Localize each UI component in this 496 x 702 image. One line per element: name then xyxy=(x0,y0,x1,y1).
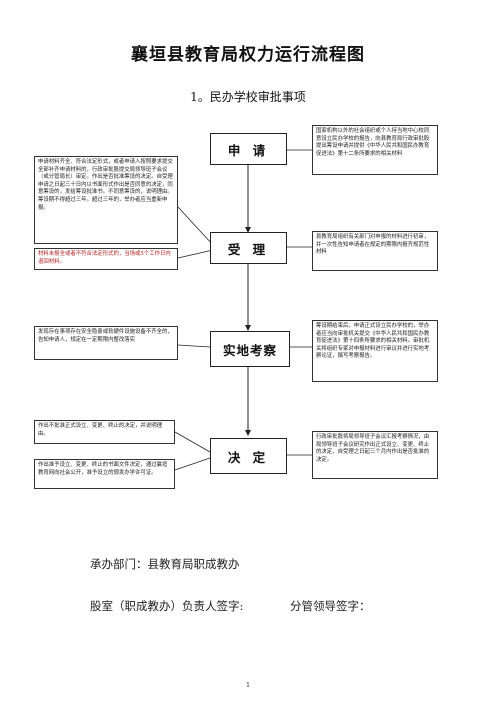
stage-decide: 决 定 xyxy=(210,438,287,474)
leader-signature: 分管领导签字： xyxy=(290,599,371,613)
section-head-signature: 股室（职成教办）负责人签字: xyxy=(90,599,244,613)
stage-accept: 受 理 xyxy=(210,232,287,264)
note-site-inspection: 筹设期结束后，申请正式设立民办学校的，举办者应当向审批机关提交《中华人民共和国民… xyxy=(312,320,438,382)
page-number: 1 xyxy=(246,682,250,689)
page-subtitle: 1。民办学校审批事项 xyxy=(190,90,306,104)
stage-apply: 申 请 xyxy=(210,133,287,165)
note-final-decision: 行政审批股将局领导班子会议汇报考察情况，由局领导班子会议研究作出正式设立、变更、… xyxy=(312,431,438,479)
note-rejection-decision: 作出不批准正式设立、变更、终止的决定，并说明理由。 xyxy=(34,420,175,444)
note-approval-decision: 作出准予设立、变更、终止的书面文件决定，通过襄垣教育网向社会公开，准予设立的颁发… xyxy=(34,459,175,489)
note-apply-materials: 国家机构以外的社会组织或个人持当地中心校同意设立民办学校的报告，向县教育局行政审… xyxy=(312,125,438,175)
page-title: 襄垣县教育局权力运行流程图 xyxy=(131,45,365,65)
note-preliminary-review: 县教育局组织有关部门对申报的材料进行初审，并一次性告知申请者在规定的期限内报齐规… xyxy=(312,231,438,271)
stage-inspect: 实地考察 xyxy=(210,331,290,367)
note-approval-conditions: 申请材料齐全、符合法定形式，或者申请人按照要求提交全部补齐申请材料的，行政审批股… xyxy=(34,156,178,244)
note-incomplete-materials: 材料未报全或者不符合法定形式的，当场或5个工作日内退回材料。 xyxy=(34,248,178,270)
responsible-department: 承办部门：县教育局职成教办 xyxy=(90,557,240,571)
note-rectification: 发现存在事项存在安全隐患或软硬件设施设备不齐全的，告知申请人，规定在一定期限内整… xyxy=(34,326,178,360)
